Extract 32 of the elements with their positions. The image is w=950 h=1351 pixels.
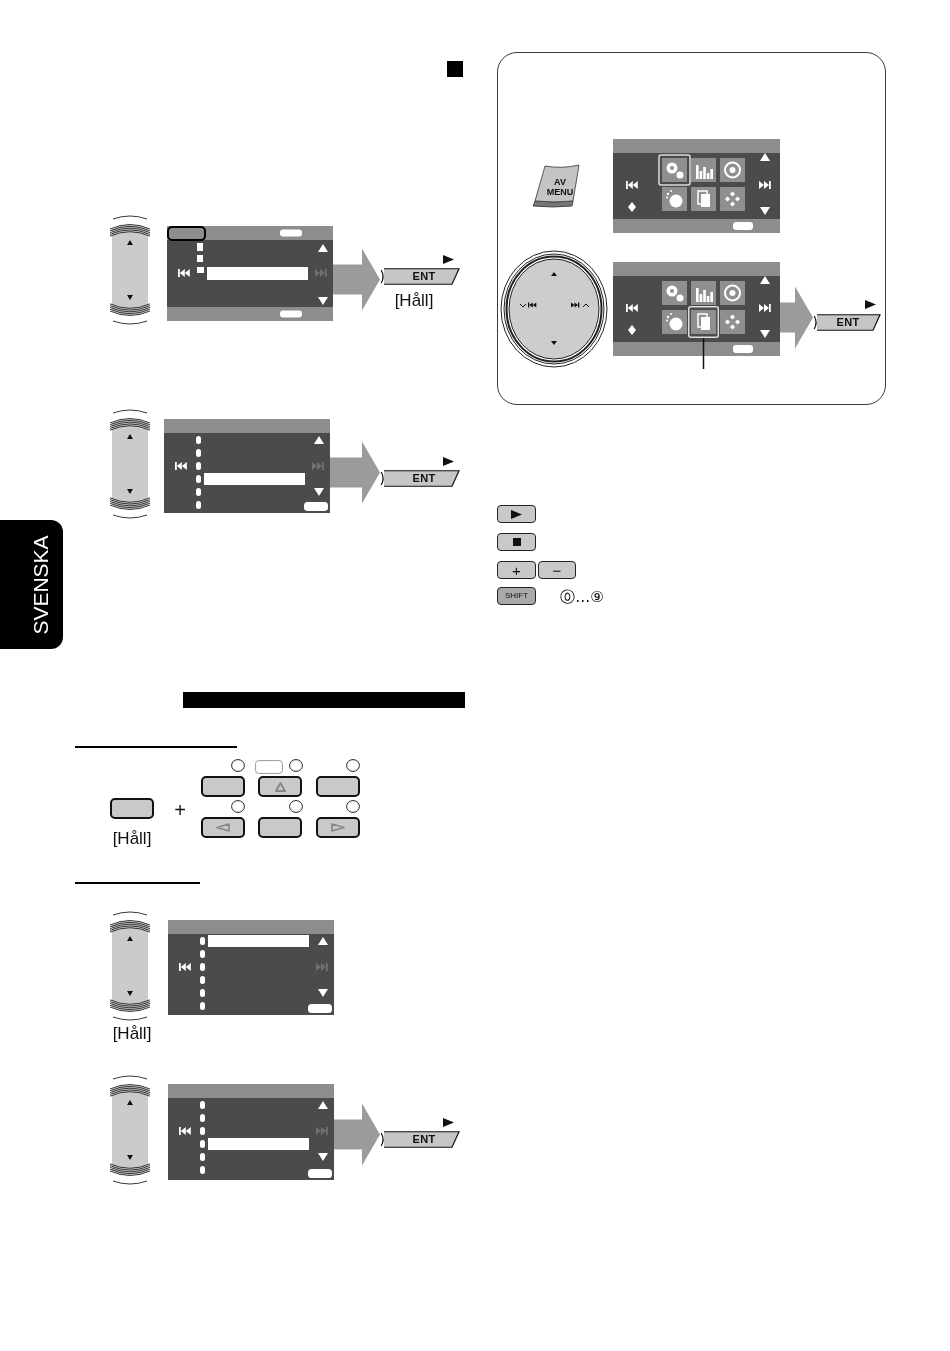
hold-label: [Håll] bbox=[111, 828, 153, 850]
hold-label: [Håll] bbox=[111, 1023, 153, 1045]
leader-line bbox=[702, 337, 705, 370]
digit-range-text: ⓪…⑨ bbox=[559, 587, 605, 608]
minus-key: − bbox=[538, 561, 576, 579]
display-screen bbox=[168, 1084, 334, 1180]
block-arrow bbox=[780, 286, 813, 349]
hold-label: [Håll] bbox=[393, 290, 435, 312]
block-arrow bbox=[334, 1103, 380, 1166]
shift-key: SHIFT bbox=[497, 587, 536, 605]
keypad-key bbox=[258, 776, 302, 797]
keypad-key bbox=[201, 776, 245, 797]
keypad-key bbox=[316, 776, 360, 797]
plus-sign: + bbox=[173, 798, 187, 822]
display-screen bbox=[613, 139, 780, 233]
stop-key bbox=[497, 533, 536, 551]
heading-bar bbox=[183, 692, 465, 708]
block-arrow bbox=[330, 441, 380, 504]
block-arrow bbox=[333, 248, 380, 311]
display-screen bbox=[168, 920, 334, 1015]
keypad-key bbox=[258, 817, 302, 838]
language-tab: SVENSKA bbox=[0, 520, 63, 649]
plus-key: + bbox=[497, 561, 536, 579]
display-screen bbox=[167, 226, 333, 321]
play-key bbox=[497, 505, 536, 523]
selected-menu-icon bbox=[688, 306, 719, 338]
hold-key bbox=[110, 798, 154, 819]
keypad-key bbox=[316, 817, 360, 838]
display-screen bbox=[164, 419, 330, 513]
keypad-key bbox=[201, 817, 245, 838]
rounded-panel bbox=[497, 52, 886, 405]
display-screen bbox=[613, 262, 780, 356]
